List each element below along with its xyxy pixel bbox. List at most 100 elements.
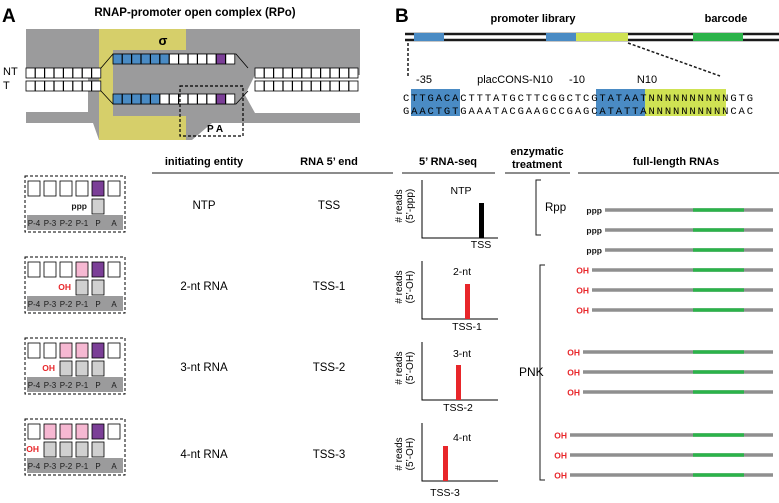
site-label: P-3 [44,462,57,471]
site-label: P-1 [76,381,89,390]
ppp-label: ppp [586,246,602,256]
template-base [91,261,105,278]
nt-bubble-base [122,53,132,65]
template-base [43,423,57,440]
nt-bubble-base [206,53,217,65]
rna-nucleotide [91,360,105,377]
rpp-bracket: Rpp [535,179,566,236]
promoter-library-label: promoter library [491,13,577,25]
rna-nucleotide [59,360,73,377]
nt-strand-base [72,67,83,79]
complex-frame [24,418,126,476]
site-label: P-1 [76,219,89,228]
oh-label: OH [567,348,580,358]
nt-bubble-base [178,53,189,65]
minus35-segment [414,33,444,41]
pnk-bracket: PNK [519,264,545,481]
site-label: P-4 [28,219,41,228]
active-site-floor [27,296,123,311]
nt-bubble-base [168,53,179,65]
entity-label: NTP [193,200,216,212]
template-base [43,180,57,197]
strand-t-label: T [3,80,10,92]
t-strand-base [282,80,293,92]
oh-label: OH [554,431,567,441]
t-bubble-base [150,93,161,105]
template-base [75,342,89,359]
rnaseq-plot: # reads (5’-OH) 2-nt TSS-1 [394,261,498,333]
full-length-rna-group: ppp ppp ppp [586,206,773,256]
ppp-label: ppp [586,226,602,236]
nt-strand-base [301,67,312,79]
site-label: A [111,219,117,228]
dna-strands [25,53,359,105]
rnaseq-plot: # reads (5’-OH) 4-nt TSS-3 [394,423,498,499]
pnk-bracket-line [539,264,545,481]
panel-a-title: RNAP-promoter open complex (RPo) [94,7,295,19]
site-label: P-2 [60,300,73,309]
t-strand-base [310,80,321,92]
nt-strand-base [273,67,284,79]
header-full-length: full-length RNAs [633,156,719,168]
plot-axes [421,261,498,320]
complex-frame [24,175,126,233]
plot-ylabel-1: # reads [394,351,405,384]
nt-bubble-base [197,53,208,65]
plot-ylabel-2: (5’-OH) [405,271,416,304]
nt-strand-base [282,67,293,79]
plot-axes [421,423,498,482]
oh-label: OH [567,388,580,398]
nt-bubble-base [215,53,226,65]
rnaseq-plot: # reads (5’-OH) 3-nt TSS-2 [394,342,498,414]
nt-bubble-base [112,53,123,65]
nt-strand-base [329,67,340,79]
nt-strand-base [91,67,102,79]
t-bubble-base [225,93,236,105]
t-strand-base [301,80,312,92]
rna-nucleotide [91,279,105,296]
site-label: P-2 [60,219,73,228]
five-prime-label: OH [58,282,71,292]
site-label: P [95,219,100,228]
rna-nucleotide [59,441,73,458]
nt-strand-base [63,67,73,79]
t-strand-base [82,80,92,92]
nt-strand-base [35,67,45,79]
zoom-right-line [627,42,721,77]
plot-entity-label: 2-nt [453,266,471,278]
template-base [107,261,121,278]
end-label: TSS-2 [313,362,346,374]
t-strand-base [348,80,359,92]
pa-site-box [179,85,244,137]
t-strand-base [25,80,36,92]
t-strand-base [273,80,284,92]
template-base [91,423,105,440]
t-strand-base [63,80,73,92]
end-label: TSS-1 [313,281,346,293]
t-bubble-base [131,93,142,105]
rna-nucleotide [75,441,89,458]
read-bar [465,284,470,319]
nt-bubble-base [159,53,170,65]
rna-nucleotide [75,360,89,377]
site-label: P [95,300,100,309]
ppp-label: ppp [586,206,602,216]
n10-segment [576,33,628,41]
oh-label: OH [576,266,589,276]
nt-strand-base [254,67,265,79]
plot-x-label: TSS-1 [452,321,482,333]
rna-nucleotide [91,441,105,458]
plot-entity-label: 3-nt [453,348,471,360]
end-label: TSS-3 [313,449,346,461]
plot-ylabel-2: (5’-OH) [405,352,416,385]
site-label: P-1 [76,300,89,309]
active-site-floor [27,215,123,230]
nt-bubble-base [225,53,236,65]
nt-strand-base [310,67,321,79]
t-bubble-base [206,93,217,105]
